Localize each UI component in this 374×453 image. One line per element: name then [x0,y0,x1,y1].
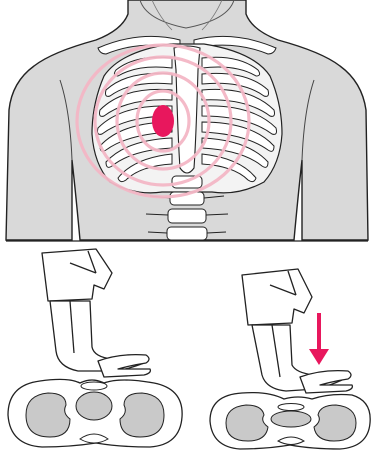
sternum-section-during [278,404,304,411]
hands-before [98,355,150,377]
chest-cross-section-before [8,379,182,447]
down-arrow-head [309,349,329,365]
chest-anatomy-illustration [0,0,374,243]
left-lung-before [26,393,70,437]
vertebra-3 [168,209,206,223]
down-arrow-icon [309,313,329,365]
right-lung-during [314,405,356,441]
sternum-section-before [81,382,107,390]
sleeve-before [42,249,112,301]
compression-steps-illustration [0,243,374,453]
rescuer-arms-before [42,249,150,377]
left-lung-during [226,405,268,441]
heart-section-during [271,411,311,427]
hands-during [300,371,352,393]
vertebra-4 [167,227,207,240]
chest-anatomy-panel [0,0,374,243]
heart-section-before [76,392,112,420]
compression-steps-panel [0,243,374,453]
right-lung-before [120,393,164,437]
chest-cross-section-during [210,393,370,449]
down-arrow-shaft [317,313,321,353]
heart-compression-point [152,105,174,137]
sleeve-during [242,269,312,325]
rescuer-arms-during [242,269,352,393]
